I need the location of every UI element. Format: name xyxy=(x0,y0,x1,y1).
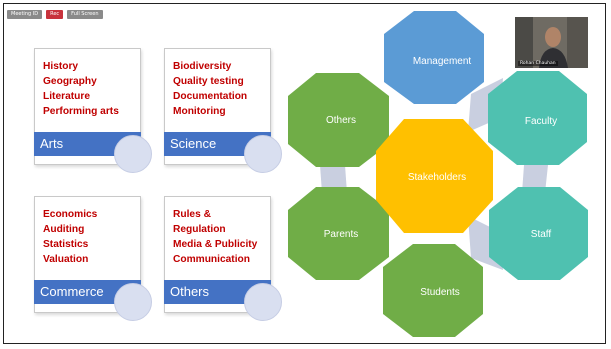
list-item: Rules & xyxy=(173,209,211,220)
list-item: Regulation xyxy=(173,224,226,235)
meeting-id-button[interactable]: Meeting ID xyxy=(7,10,43,19)
list-item: Biodiversity xyxy=(173,61,232,72)
fullscreen-button[interactable]: Full Screen xyxy=(67,10,103,19)
card-others-title: Others xyxy=(164,280,271,304)
list-item: Geography xyxy=(43,76,97,87)
participant-name: Rohan Chauhan xyxy=(518,61,558,66)
hex-label-staff: Staff xyxy=(531,229,552,240)
hex-management xyxy=(384,11,484,104)
hex-label-others: Others xyxy=(326,115,356,126)
list-item: Documentation xyxy=(173,91,248,102)
list-item: History xyxy=(43,61,79,72)
hex-staff xyxy=(489,187,588,280)
list-item: Valuation xyxy=(43,254,89,265)
card-arts-list: History Geography Literature Performing … xyxy=(43,59,119,119)
hex-label-parents: Parents xyxy=(324,229,358,240)
list-item: Performing arts xyxy=(43,106,119,117)
list-item: Communication xyxy=(173,254,250,265)
connector xyxy=(522,165,548,193)
hex-label-students: Students xyxy=(420,287,459,298)
card-others-list: Rules & Regulation Media & Publicity Com… xyxy=(173,207,257,267)
list-item: Monitoring xyxy=(173,106,226,117)
card-science-list: Biodiversity Quality testing Documentati… xyxy=(173,59,247,119)
card-science: Biodiversity Quality testing Documentati… xyxy=(164,48,282,173)
meeting-toolbar: Meeting ID Rec Full Screen xyxy=(7,10,103,19)
card-others: Rules & Regulation Media & Publicity Com… xyxy=(164,196,282,321)
hex-stakeholders xyxy=(376,119,493,233)
list-item: Auditing xyxy=(43,224,85,235)
list-item: Economics xyxy=(43,209,98,220)
card-commerce-list: Economics Auditing Statistics Valuation xyxy=(43,207,97,267)
hex-faculty xyxy=(488,71,587,165)
decorative-circle xyxy=(244,135,282,173)
decorative-circle xyxy=(244,283,282,321)
hex-students xyxy=(383,244,483,337)
connector xyxy=(320,165,347,193)
participant-video[interactable]: Rohan Chauhan xyxy=(514,16,589,69)
list-item: Quality testing xyxy=(173,76,244,87)
participant-avatar xyxy=(515,17,588,68)
hex-labels: Management Faculty Staff Students Parent… xyxy=(324,56,557,298)
hex-label-faculty: Faculty xyxy=(525,116,557,127)
hexagons xyxy=(288,11,588,337)
hex-parents xyxy=(288,187,389,280)
list-item: Statistics xyxy=(43,239,89,250)
record-button[interactable]: Rec xyxy=(46,10,64,19)
decorative-circle xyxy=(114,283,152,321)
card-arts: History Geography Literature Performing … xyxy=(34,48,152,173)
hex-others xyxy=(288,73,389,167)
hex-label-stakeholders: Stakeholders xyxy=(408,172,466,183)
list-item: Literature xyxy=(43,91,90,102)
card-commerce: Economics Auditing Statistics Valuation … xyxy=(34,196,152,321)
decorative-circle xyxy=(114,135,152,173)
list-item: Media & Publicity xyxy=(173,239,258,250)
hex-label-management: Management xyxy=(413,56,472,67)
